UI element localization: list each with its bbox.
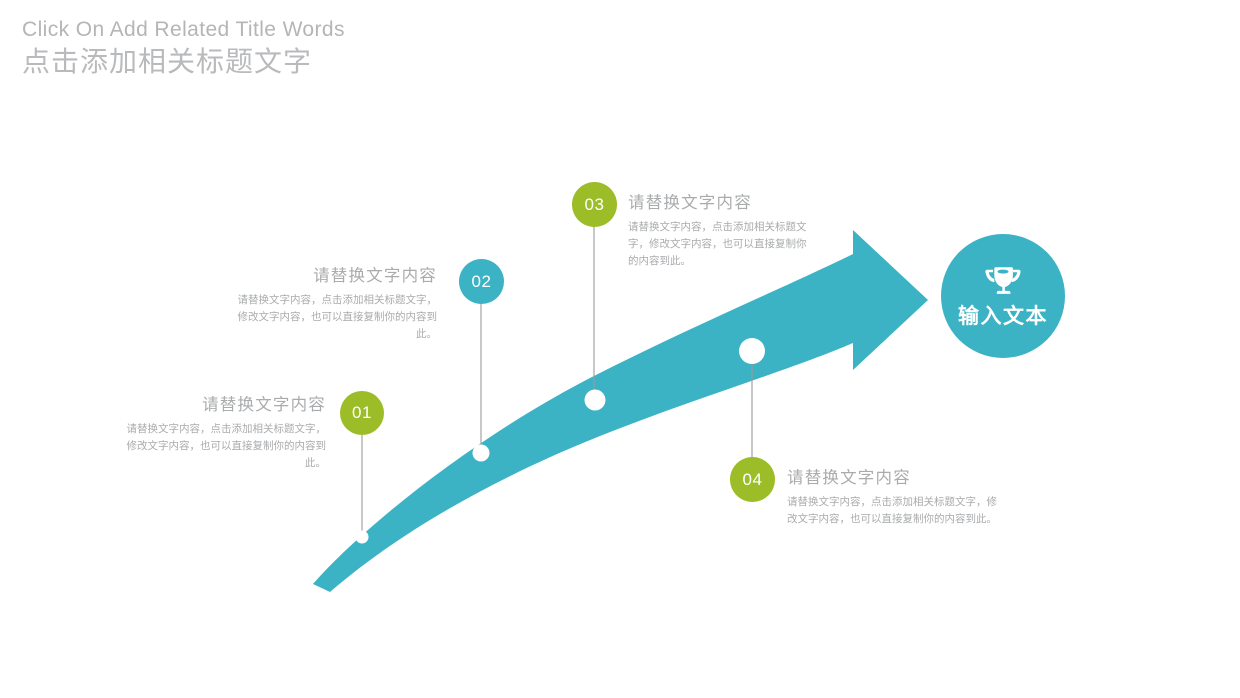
step-text-02: 请替换文字内容 请替换文字内容，点击添加相关标题文字，修改文字内容，也可以直接复… <box>231 266 438 343</box>
page-title: Click On Add Related Title Words 点击添加相关标… <box>22 18 622 79</box>
arrow-node-dot-02 <box>472 444 490 462</box>
step-body-02: 请替换文字内容，点击添加相关标题文字，修改文字内容，也可以直接复制你的内容到此。 <box>237 294 438 341</box>
step-badge-03[interactable]: 03 <box>572 182 617 227</box>
goal-label: 输入文本 <box>958 304 1048 328</box>
arrow-node-dot-04 <box>739 338 765 364</box>
step-body-04: 请替换文字内容，点击添加相关标题文字，修改文字内容，也可以直接复制你的内容到此。 <box>787 496 997 526</box>
step-heading-04: 请替换文字内容 <box>787 469 911 487</box>
growth-arrow-shape <box>313 230 928 592</box>
step-number-04: 04 <box>742 469 763 489</box>
title-english: Click On Add Related Title Words <box>22 18 345 41</box>
step-badge-02[interactable]: 02 <box>459 259 504 304</box>
step-body-01: 请替换文字内容，点击添加相关标题文字，修改文字内容，也可以直接复制你的内容到此。 <box>126 423 327 470</box>
step-badge-01[interactable]: 01 <box>340 391 384 435</box>
step-number-01: 01 <box>352 403 372 422</box>
step-text-01: 请替换文字内容 请替换文字内容，点击添加相关标题文字，修改文字内容，也可以直接复… <box>121 395 327 472</box>
step-body-03: 请替换文字内容，点击添加相关标题文字，修改文字内容，也可以直接复制你的内容到此。 <box>628 221 807 268</box>
step-number-02: 02 <box>471 271 492 291</box>
step-text-03: 请替换文字内容 请替换文字内容，点击添加相关标题文字，修改文字内容，也可以直接复… <box>628 193 814 270</box>
step-heading-03: 请替换文字内容 <box>628 194 752 212</box>
trophy-icon <box>985 266 1021 294</box>
step-heading-01: 请替换文字内容 <box>202 396 326 414</box>
step-text-04: 请替换文字内容 请替换文字内容，点击添加相关标题文字，修改文字内容，也可以直接复… <box>787 468 1002 528</box>
arrow-node-dot-03 <box>584 389 606 411</box>
step-number-03: 03 <box>584 194 605 214</box>
step-heading-02: 请替换文字内容 <box>313 267 437 285</box>
title-chinese: 点击添加相关标题文字 <box>22 46 313 78</box>
arrow-node-dot-01 <box>355 530 369 544</box>
goal-circle[interactable]: 输入文本 <box>941 234 1065 358</box>
step-badge-04[interactable]: 04 <box>730 457 775 502</box>
